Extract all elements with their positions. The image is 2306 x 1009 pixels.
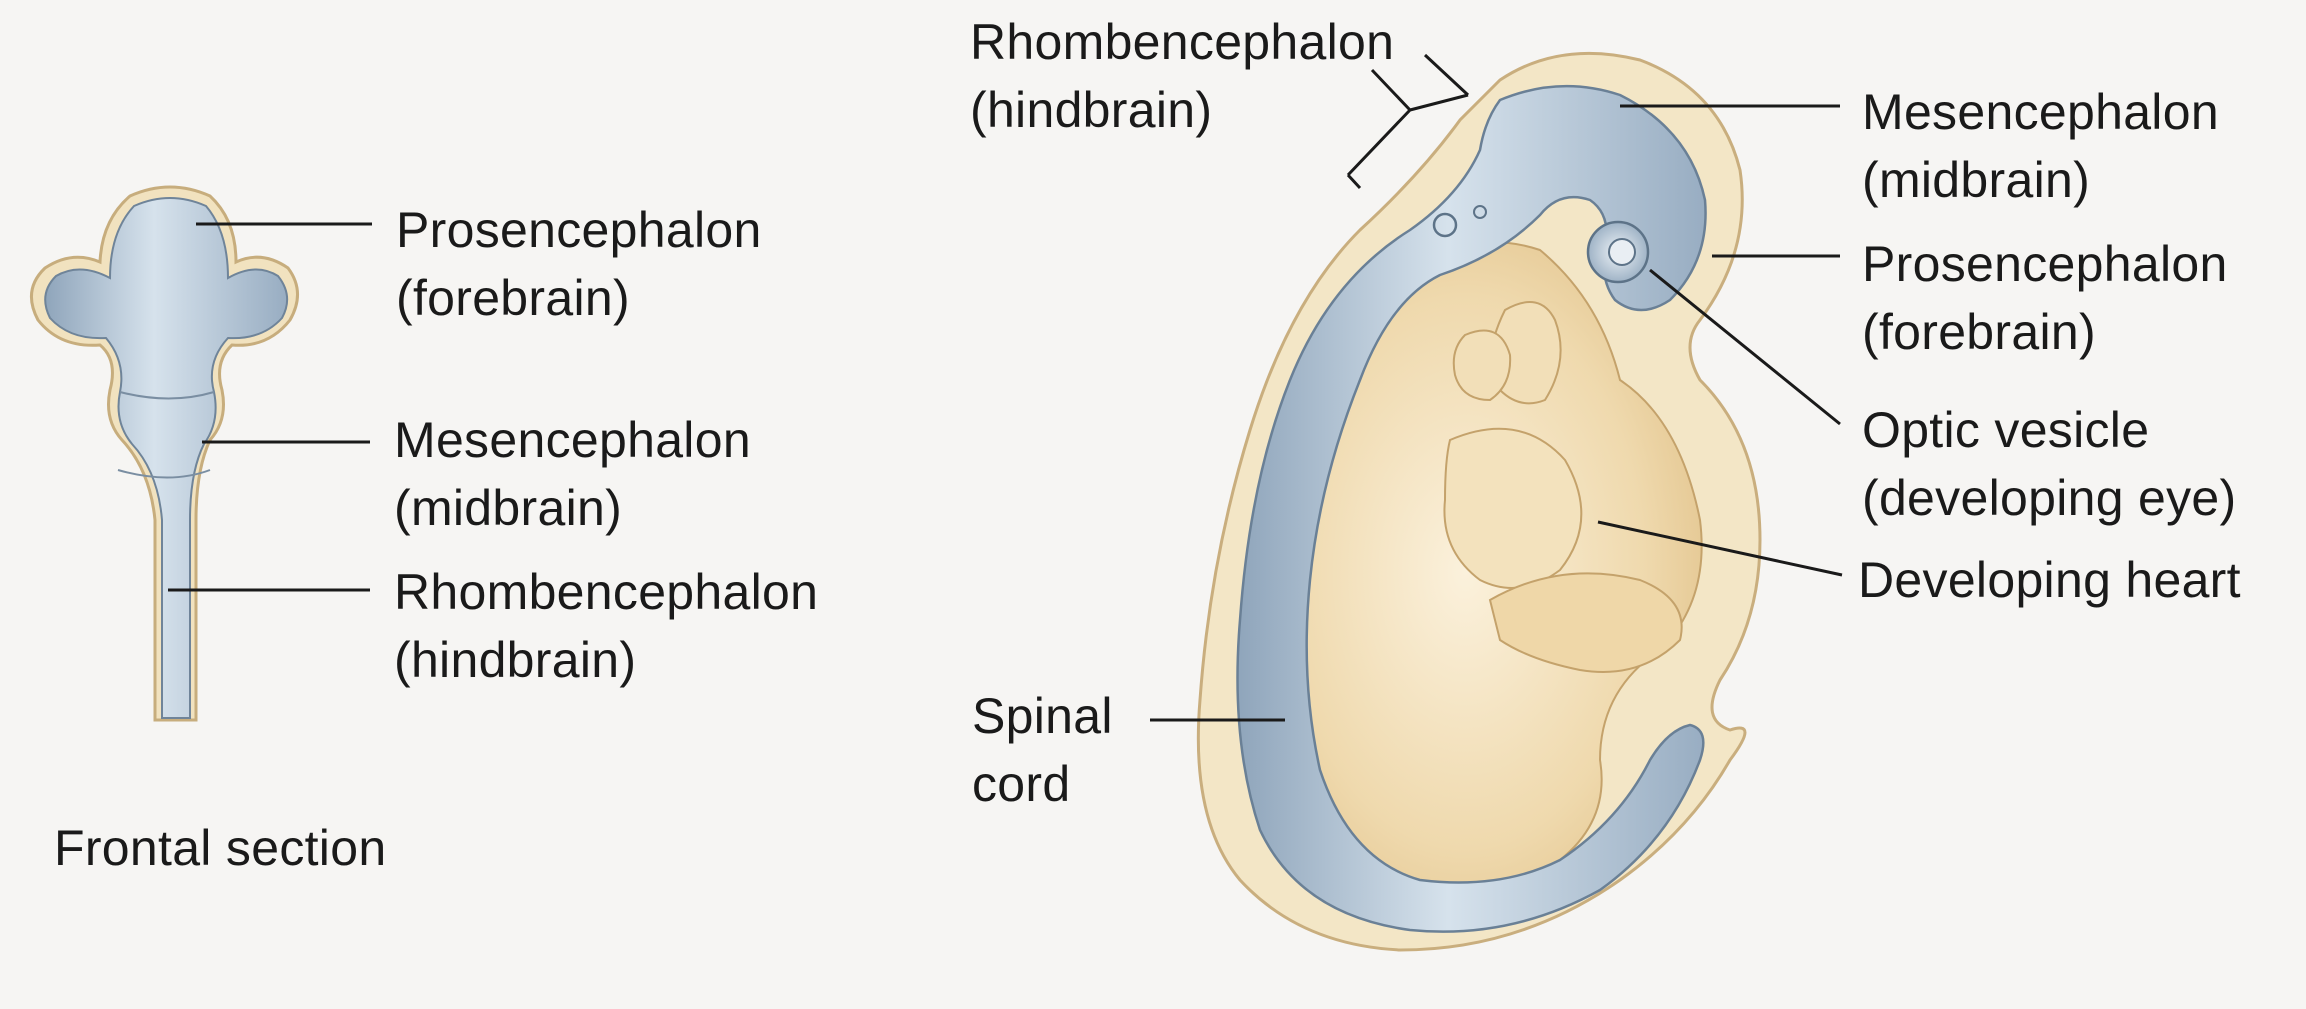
spinal-cord-label: Spinal cord (972, 682, 1113, 818)
spinal-cord-line1: Spinal (972, 688, 1113, 744)
body-fold (1488, 572, 1683, 673)
frontal-constriction-1 (119, 391, 215, 400)
spinal-cord-line2: cord (972, 756, 1071, 812)
lateral-mesencephalon-label: Mesencephalon (midbrain) (1862, 78, 2219, 214)
rhombencephalon-bracket (1346, 53, 1470, 190)
frontal-section-caption: Frontal section (54, 814, 386, 882)
lateral-embryo (1196, 51, 1762, 952)
developing-heart-text: Developing heart (1858, 552, 2241, 608)
frontal-prosencephalon-label: Prosencephalon (forebrain) (396, 196, 762, 332)
frontal-mesencephalon-label: Mesencephalon (midbrain) (394, 406, 751, 542)
leader-optic-vesicle (1649, 268, 1841, 426)
optic-vesicle-common: (developing eye) (1862, 470, 2237, 526)
lateral-mesencephalon-name: Mesencephalon (1862, 84, 2219, 140)
leader-lines (168, 104, 1843, 722)
developing-heart-label: Developing heart (1858, 546, 2241, 614)
optic-vesicle-name: Optic vesicle (1862, 402, 2150, 458)
lateral-prosencephalon-common: (forebrain) (1862, 304, 2096, 360)
frontal-section-tube (29, 185, 299, 722)
lateral-prosencephalon-name: Prosencephalon (1862, 236, 2228, 292)
optic-vesicle-label: Optic vesicle (developing eye) (1862, 396, 2236, 532)
lateral-rhombencephalon-common: (hindbrain) (970, 82, 1213, 138)
frontal-rhombencephalon-name: Rhombencephalon (394, 564, 819, 620)
lateral-rhombencephalon-name: Rhombencephalon (970, 14, 1395, 70)
frontal-constriction-2 (117, 469, 211, 479)
frontal-prosencephalon-name: Prosencephalon (396, 202, 762, 258)
optic-vesicle (1586, 220, 1650, 284)
frontal-neural-tube (44, 197, 289, 719)
lateral-prosencephalon-label: Prosencephalon (forebrain) (1862, 230, 2228, 366)
frontal-mesencephalon-common: (midbrain) (394, 480, 623, 536)
leader-heart (1597, 520, 1843, 577)
otic-placode (1432, 212, 1458, 238)
lateral-rhombencephalon-label: Rhombencephalon (hindbrain) (970, 8, 1394, 144)
frontal-prosencephalon-common: (forebrain) (396, 270, 630, 326)
frontal-rhombencephalon-label: Rhombencephalon (hindbrain) (394, 558, 818, 694)
embryo-neural-tube (1236, 84, 1707, 933)
frontal-rhombencephalon-common: (hindbrain) (394, 632, 637, 688)
frontal-mesencephalon-name: Mesencephalon (394, 412, 751, 468)
otic-placode-2 (1473, 205, 1487, 219)
frontal-section-caption-text: Frontal section (54, 820, 387, 876)
lateral-mesencephalon-common: (midbrain) (1862, 152, 2091, 208)
pharyngeal-bump (1452, 329, 1512, 402)
